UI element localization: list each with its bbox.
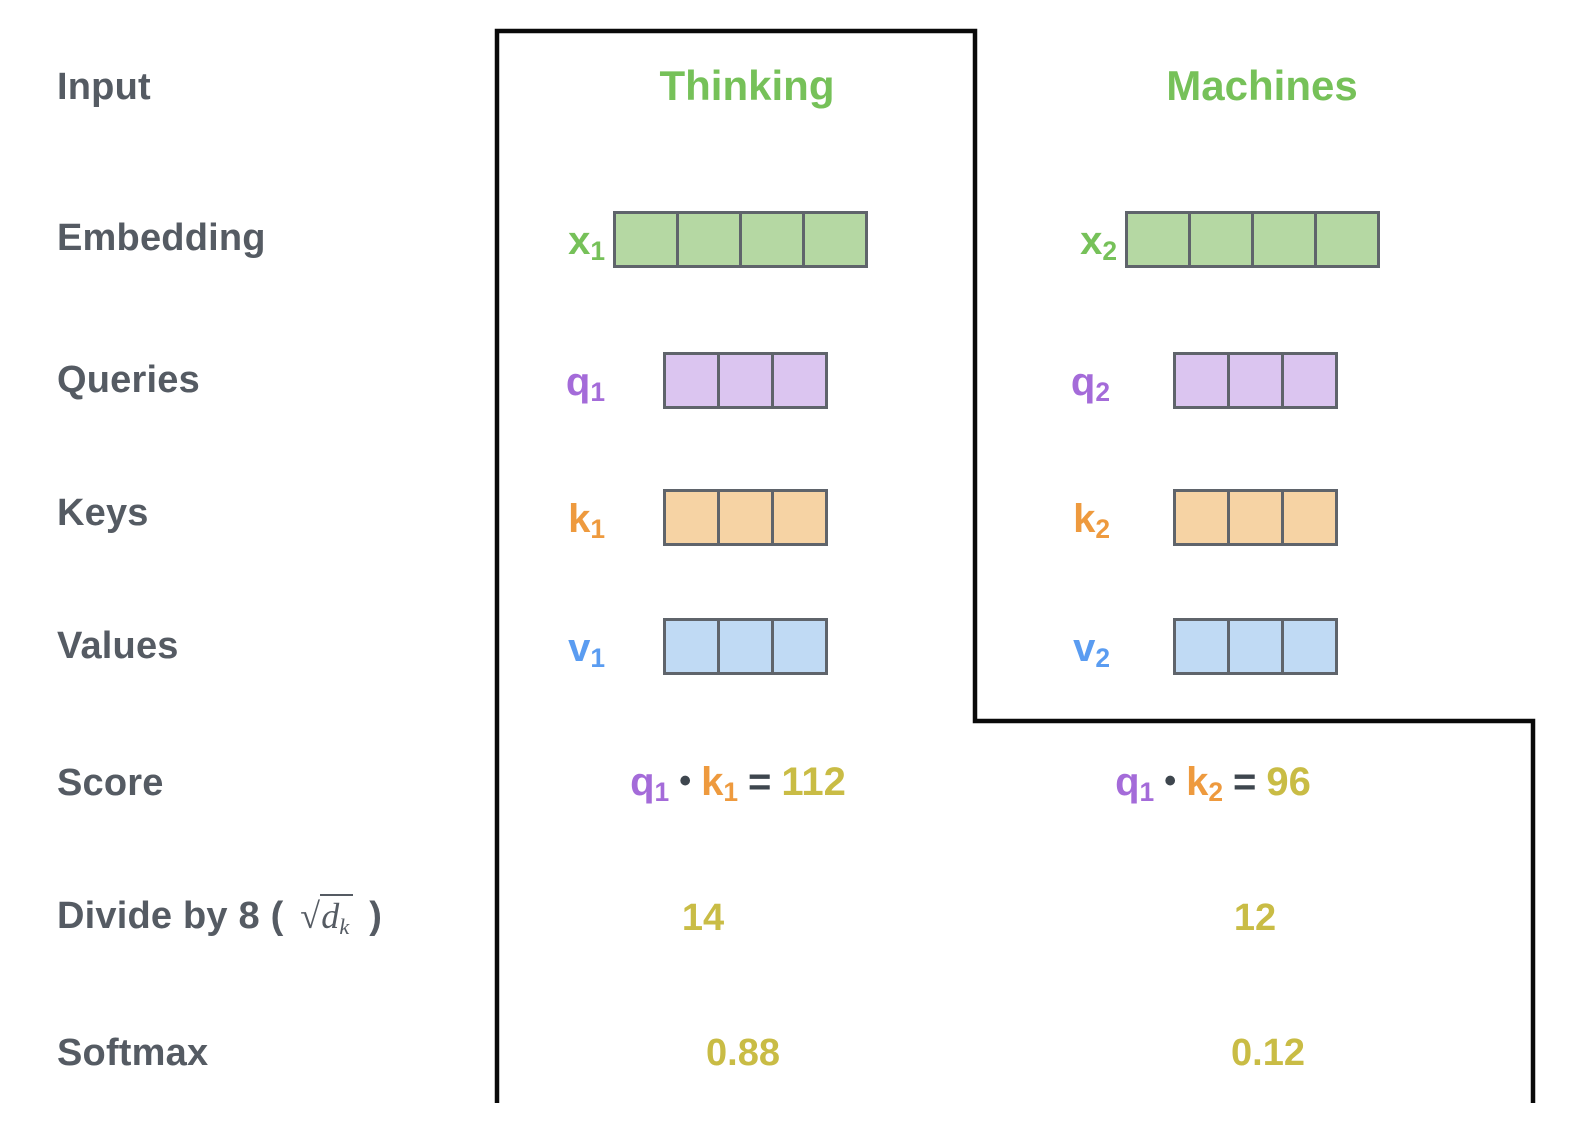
divide-label-suffix: ) — [369, 895, 383, 937]
vector-k1 — [663, 489, 828, 546]
vector-cell — [1227, 618, 1284, 675]
vector-label-v2: v2 — [1073, 626, 1110, 673]
vector-q1 — [663, 352, 828, 409]
score2-k2-term: k2 — [1186, 760, 1224, 807]
row-label-softmax: Softmax — [57, 1032, 209, 1074]
vector-cell — [1173, 618, 1230, 675]
vector-cell — [663, 352, 720, 409]
vector-cell — [613, 211, 679, 268]
row-label-values: Values — [57, 625, 179, 667]
score2-value: 96 — [1266, 760, 1311, 804]
vector-cell — [771, 352, 828, 409]
row-label-embedding: Embedding — [57, 217, 266, 259]
score-equation-2: q1•k2=96 — [1013, 760, 1413, 808]
input-word-thinking: Thinking — [659, 62, 835, 109]
vector-cell — [1227, 489, 1284, 546]
vector-cell — [1281, 489, 1338, 546]
vector-label-x2: x2 — [1080, 219, 1117, 266]
vector-label-v1: v1 — [568, 626, 605, 673]
vector-label-q2: q2 — [1070, 360, 1110, 407]
vector-cell — [717, 489, 774, 546]
vector-x1 — [613, 211, 868, 268]
vector-label-x1: x1 — [568, 219, 605, 266]
vector-cell — [717, 352, 774, 409]
vector-cell — [802, 211, 868, 268]
vector-cell — [1173, 489, 1230, 546]
vector-label-k2: k2 — [1073, 497, 1110, 544]
sqrt-dk-formula: √dk — [300, 894, 353, 939]
vector-v2 — [1173, 618, 1338, 675]
divide-value-2: 12 — [1233, 897, 1277, 939]
vector-cell — [771, 618, 828, 675]
vector-cell — [1188, 211, 1254, 268]
divide-label-prefix: Divide by 8 ( — [57, 895, 284, 937]
vector-cell — [1227, 352, 1284, 409]
vector-k2 — [1173, 489, 1338, 546]
scope-outline-path — [494, 28, 1536, 1103]
score-equation-1: q1•k1=112 — [538, 760, 938, 808]
vector-cell — [739, 211, 805, 268]
row-label-divide-by-8: Divide by 8 ( √dk ) — [57, 894, 383, 940]
vector-label-k1: k1 — [568, 497, 605, 544]
vector-x2 — [1125, 211, 1380, 268]
vector-cell — [1281, 618, 1338, 675]
row-label-score: Score — [57, 762, 164, 804]
softmax-value-2: 0.12 — [1231, 1032, 1305, 1074]
input-word-machines: Machines — [1166, 62, 1358, 109]
softmax-value-1: 0.88 — [706, 1032, 780, 1074]
vector-cell — [676, 211, 742, 268]
vector-cell — [1281, 352, 1338, 409]
vector-cell — [771, 489, 828, 546]
score1-k1-term: k1 — [701, 760, 739, 807]
vector-cell — [717, 618, 774, 675]
row-label-queries: Queries — [57, 359, 200, 401]
score2-q1-term: q1 — [1115, 760, 1155, 807]
vector-label-q1: q1 — [565, 360, 605, 407]
divide-value-1: 14 — [681, 897, 725, 939]
vector-v1 — [663, 618, 828, 675]
vector-cell — [1314, 211, 1380, 268]
dot-product-symbol: • — [1164, 762, 1177, 801]
equals-symbol: = — [1233, 760, 1257, 804]
score1-q1-term: q1 — [630, 760, 670, 807]
vector-cell — [663, 489, 720, 546]
vector-cell — [1125, 211, 1191, 268]
vector-cell — [663, 618, 720, 675]
dot-product-symbol: • — [679, 762, 692, 801]
vector-cell — [1251, 211, 1317, 268]
row-label-keys: Keys — [57, 492, 149, 534]
score1-value: 112 — [781, 760, 846, 804]
equals-symbol: = — [748, 760, 772, 804]
vector-q2 — [1173, 352, 1338, 409]
vector-cell — [1173, 352, 1230, 409]
row-label-input: Input — [57, 66, 151, 108]
